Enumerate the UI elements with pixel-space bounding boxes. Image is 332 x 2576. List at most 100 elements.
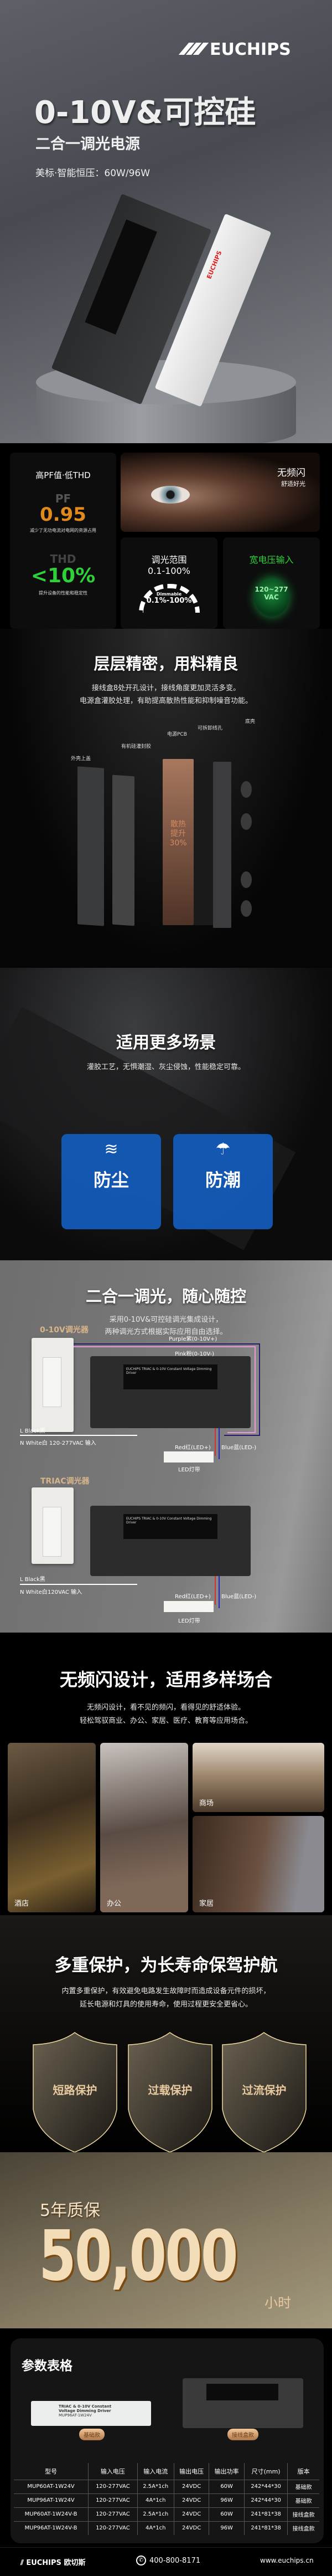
blue-wire-label: Blue蓝(LED-) [221,1594,257,1600]
table-cell: 120-277VAC [88,2479,138,2493]
purple-wire-return [224,1343,260,1436]
led-strip-label: LED灯带 [178,1467,200,1473]
scene-mall: 商场 [193,1743,324,1812]
basic-pill: 基础款 [79,2429,105,2440]
table-cell: 4A*1ch [137,2521,174,2535]
silicone-block: 散热 提升 30% [163,759,194,925]
white-wire-label: N White白 [20,1440,48,1446]
spec-card: 参数表格 TRIAC & 0-10V Constant Voltage Dimm… [11,2338,324,2543]
table-header-row: 型号输入电压输入电流输出电压输出功率尺寸(mm)版本 [14,2463,319,2480]
table-cell: 接线盒款 [287,2521,319,2535]
hero-title: 0-10V&可控硅 [34,95,256,131]
dim-gauge: Dimmable 0.1%-100% [138,584,200,613]
heat-label-3: 30% [169,839,187,848]
brand-logo: EUCHIPS [178,40,291,59]
voltage-card: 宽电压输入 120~277 VAC [223,537,320,629]
table-cell: 60W [209,2507,245,2521]
table-cell: 24VDC [173,2493,209,2507]
white-wire-label: N White白 [20,1589,48,1595]
umbrella-icon: ☂ [215,1140,231,1159]
scene-label-office: 办公 [107,1900,122,1908]
driver-box: EUCHIPS TRIAC & 0-10V Constant Voltage D… [90,1506,251,1576]
footer-brand-name: EUCHIPS [26,2559,61,2567]
pink-wire-return [227,1346,256,1433]
phone-number: 400-800-8171 [149,2556,201,2565]
shield-icon [33,2032,117,2152]
voltage-unit: VAC [264,593,279,601]
dim-range: 0.1-100% [148,566,190,576]
col-header: 输入电压 [88,2463,138,2480]
driver-title: TRIAC & 0-10V Constant Voltage Dimming D… [59,2404,112,2413]
black-wire-label: L Black黑 [20,1428,45,1434]
footer: ⫽ EUCHIPS 欧切斯 ✆400-800-8171 www.euchips.… [0,2547,332,2576]
scene-label-home: 家居 [199,1900,214,1908]
table-cell: 基础款 [287,2493,319,2507]
0-10v-dimmer-switch [32,1338,74,1432]
heat-label-1: 散热 [170,820,186,829]
no-flicker-title: 无频闪 [277,468,305,479]
dimming-desc-1: 采用0-10V&可控硅调光集成设计， [109,1316,223,1324]
scene-home: 家居 [193,1816,324,1912]
hero-section: EUCHIPS 0-10V&可控硅 二合一调光电源 美标·智能恒压：60W/96… [0,0,332,443]
shield-label: 过流保护 [242,2084,287,2097]
scenes-title: 适用更多场景 [116,1033,216,1053]
protection-desc-2: 延长电源和灯具的使用寿命，使用过程更安全更省心。 [79,2000,252,2009]
footer-website[interactable]: www.euchips.cn [260,2557,314,2564]
blue-wire [219,1576,220,1608]
scene-hotel: 酒店 [8,1743,96,1912]
dim-title: 调光范围 [151,555,187,565]
driver-nameplate: EUCHIPS TRIAC & 0-10V Constant Voltage D… [123,1514,217,1539]
table-cell: 120-277VAC [88,2493,138,2507]
footer-phone[interactable]: ✆400-800-8171 [136,2556,200,2565]
purple-wire [74,1343,260,1345]
flicker-title: 无频闪设计，适用多样场合 [59,1669,272,1690]
red-wire [215,1576,216,1605]
inner-panel [112,774,134,926]
table-cell: 2.5A*1ch [137,2479,174,2493]
thd-value: <10% [30,565,96,587]
pink-wire-label: Pink粉(0-10V-) [175,1351,215,1357]
driver-box: EUCHIPS TRIAC & 0-10V Constant Voltage D… [90,1356,251,1428]
led-strip [164,1451,214,1463]
dim-range-card: 调光范围 0.1-100% Dimmable 0.1%-100% [121,537,217,629]
table-cell: 60W [209,2479,245,2493]
table-cell: 96W [209,2521,245,2535]
driver-model: MUP96AT-1W24V [59,2413,92,2418]
scene-office: 办公 [100,1743,188,1912]
voltage-orb: 120~277 VAC [254,578,289,617]
pf-desc: 减少了无功电流对电网的资源占用 [30,528,96,533]
black-wire-label: L Black黑 [20,1577,45,1583]
col-header: 版本 [287,2463,319,2480]
table-cell: 2.5A*1ch [137,2507,174,2521]
flicker-desc-1: 无频闪设计，看不见的频闪，看得见的舒适体验。 [86,1703,245,1712]
col-header: 输入电流 [137,2463,174,2480]
top-cover-panel [77,766,104,926]
knockout-plug [241,781,252,798]
hours-unit: 小时 [264,2295,291,2311]
input-label: 120VAC 输入 [48,1589,82,1595]
exploded-desc-2: 电源盒灌胶处理，有助提高散热性能和抑制噪音功能。 [79,697,252,705]
knockout-plug [241,813,252,830]
table-cell: 96W [209,2493,245,2507]
moistureproof-card: ☂防潮 [173,1134,273,1229]
eye-image-card: 无频闪 舒适好光 [121,453,320,532]
junction-pill: 接线盒款 [227,2429,258,2440]
red-wire-label: Red红(LED+) [175,1445,211,1451]
shield-label: 过载保护 [148,2084,193,2097]
protection-title: 多重保护，为长寿命保驾护航 [54,1956,278,1975]
table-cell: 接线盒款 [287,2507,319,2521]
triac-dimmer-label: TRIAC调光器 [40,1477,90,1486]
col-header: 输出功率 [209,2463,245,2480]
spec-table: 型号输入电压输入电流输出电压输出功率尺寸(mm)版本 MUP60AT-1W24V… [14,2463,319,2535]
scenes-section: 适用更多场景 灌胶工艺，无惧潮湿、灰尘侵蚀，性能稳定可靠。 ≋防尘 ☂防潮 [0,968,332,1260]
white-wire [20,1435,137,1436]
dustproof-card: ≋防尘 [61,1134,161,1229]
junction-driver-image [183,2378,303,2428]
col-header: 型号 [45,2467,58,2475]
exploded-title: 层层精密，用料精良 [94,654,238,673]
shield-overcurrent: 过流保护 [221,2031,307,2152]
table-cell: 24VDC [173,2507,209,2521]
